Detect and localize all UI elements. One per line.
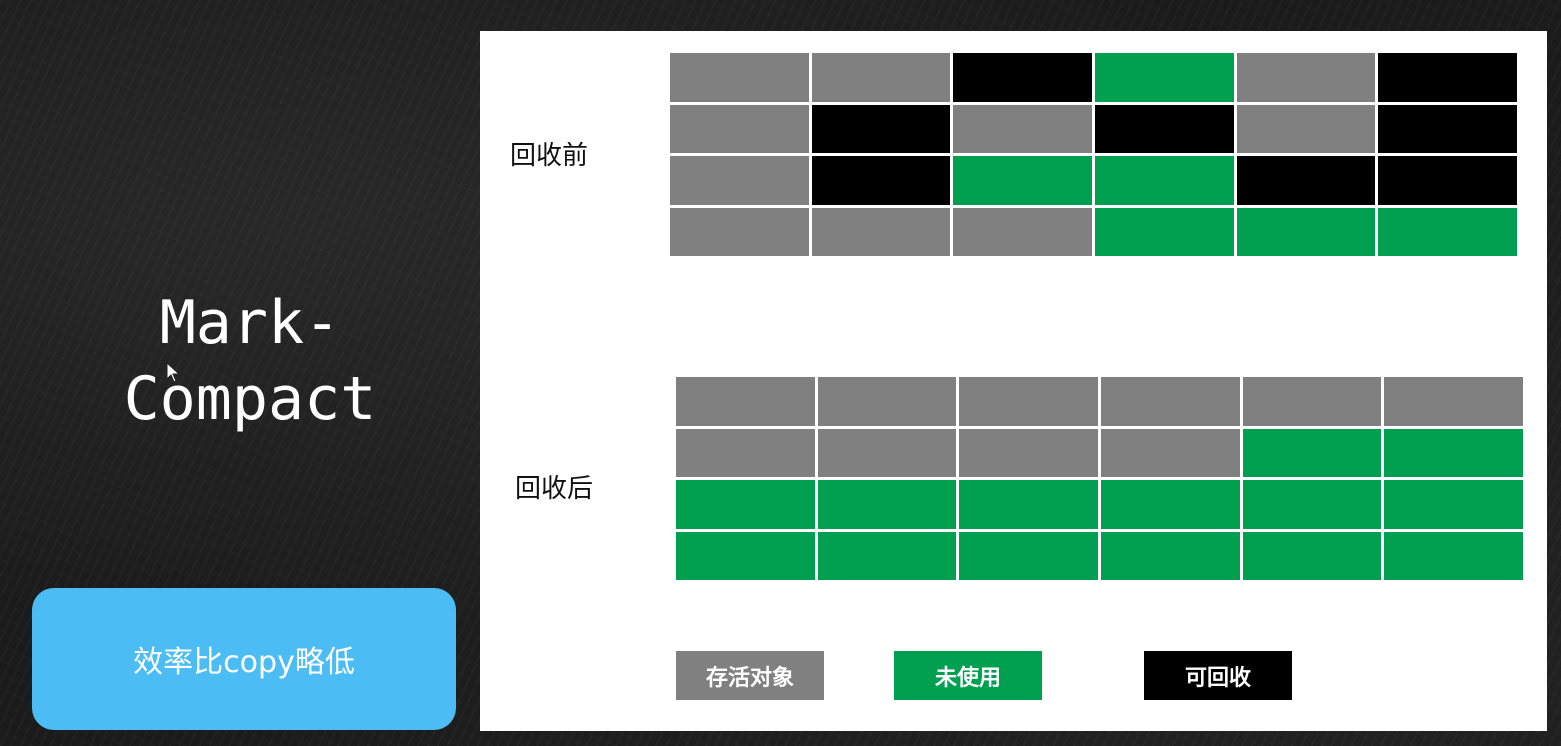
after-gc-cell-live	[959, 428, 1098, 477]
after-gc-cell-live	[676, 377, 815, 426]
after-gc-cell-unused	[959, 480, 1098, 529]
before-gc-cell-unused	[1095, 156, 1234, 205]
legend-live-object: 存活对象	[676, 651, 824, 700]
after-gc-cell-live	[1101, 428, 1240, 477]
legend-live-object-label: 存活对象	[705, 665, 794, 691]
before-gc-cell-reclaim	[953, 53, 1092, 102]
before-gc-cell-live	[811, 53, 951, 102]
mouse-pointer-icon	[166, 362, 180, 383]
before-gc-cell-reclaim	[811, 156, 951, 205]
after-gc-cell-unused	[1101, 531, 1240, 580]
before-gc-label: 回收前	[510, 141, 589, 171]
after-gc-label: 回收后	[515, 474, 594, 504]
after-gc-cell-unused	[817, 531, 957, 580]
before-gc-cell-reclaim	[1378, 53, 1517, 102]
before-gc-cell-reclaim	[1378, 104, 1517, 153]
after-gc-cell-unused	[1384, 480, 1523, 529]
efficiency-note: 效率比copy略低	[32, 588, 456, 730]
after-gc-cell-unused	[1384, 531, 1523, 580]
after-gc-cell-unused	[1242, 531, 1382, 580]
after-gc-cell-unused	[1101, 480, 1240, 529]
after-gc-cell-unused	[817, 480, 957, 529]
before-gc-cell-reclaim	[1095, 104, 1234, 153]
slide-title: Mark- Compact	[100, 285, 400, 437]
before-gc-cell-reclaim	[1236, 156, 1376, 205]
after-gc-cell-live	[959, 377, 1098, 426]
before-gc-cell-live	[670, 104, 809, 153]
before-gc-cell-unused	[953, 156, 1092, 205]
after-gc-cell-unused	[1242, 428, 1382, 477]
before-gc-cell-live	[670, 156, 809, 205]
legend-reclaimable: 可回收	[1144, 651, 1292, 700]
after-gc-cell-live	[676, 428, 815, 477]
after-gc-cell-live	[1384, 377, 1523, 426]
after-gc-cell-unused	[1242, 480, 1382, 529]
after-gc-cell-live	[817, 377, 957, 426]
before-gc-cell-live	[953, 207, 1092, 256]
legend-unused: 未使用	[894, 651, 1042, 700]
before-gc-cell-live	[953, 104, 1092, 153]
before-gc-cell-live	[670, 207, 809, 256]
before-gc-cell-unused	[1095, 53, 1234, 102]
diagram-panel: 回收前 回收后 存活对象 未使用 可回收	[480, 31, 1547, 731]
before-gc-cell-unused	[1095, 207, 1234, 256]
slide-title-line2: Compact	[123, 364, 377, 434]
slide-title-line1: Mark-	[159, 288, 341, 358]
after-gc-cell-unused	[676, 531, 815, 580]
after-gc-cell-live	[1242, 377, 1382, 426]
efficiency-note-text: 效率比copy略低	[133, 645, 355, 680]
legend-unused-label: 未使用	[934, 665, 1001, 691]
after-gc-cell-unused	[676, 480, 815, 529]
before-gc-cell-live	[1236, 104, 1376, 153]
before-gc-memory-grid	[670, 53, 1517, 256]
legend-reclaimable-label: 可回收	[1184, 665, 1251, 691]
before-gc-cell-live	[1236, 53, 1376, 102]
after-gc-cell-unused	[959, 531, 1098, 580]
before-gc-cell-unused	[1236, 207, 1376, 256]
after-gc-memory-grid	[676, 377, 1523, 580]
after-gc-cell-live	[1101, 377, 1240, 426]
before-gc-cell-reclaim	[811, 104, 951, 153]
before-gc-cell-unused	[1378, 207, 1517, 256]
before-gc-cell-reclaim	[1378, 156, 1517, 205]
before-gc-cell-live	[670, 53, 809, 102]
before-gc-cell-live	[811, 207, 951, 256]
after-gc-cell-unused	[1384, 428, 1523, 477]
after-gc-cell-live	[817, 428, 957, 477]
